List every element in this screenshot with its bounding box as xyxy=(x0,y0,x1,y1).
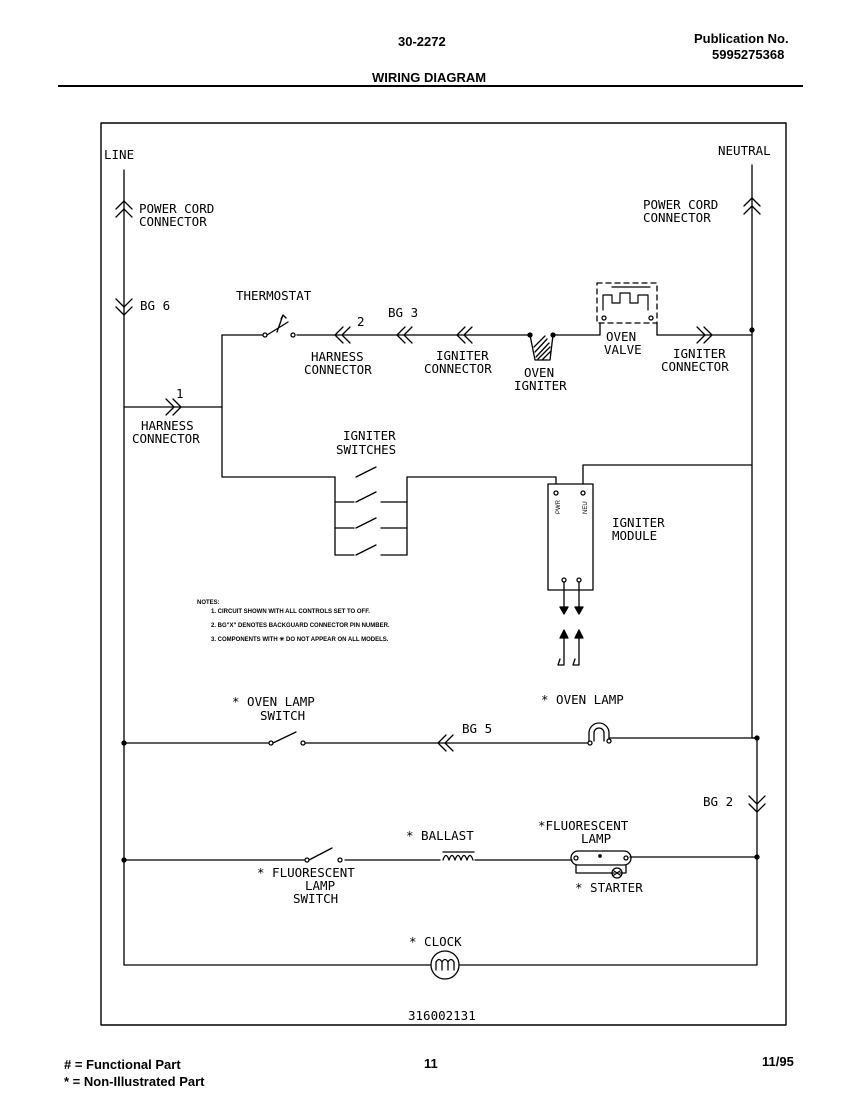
igniter-connector-right-label: IGNITER xyxy=(673,346,726,361)
igniter-switches-top-wire xyxy=(406,476,557,485)
igniter-module-label: IGNITER xyxy=(612,515,665,530)
oven-valve-leads xyxy=(599,322,658,336)
fluorescent-lamp-switch-label: * FLUORESCENT xyxy=(257,865,355,880)
bg5-connector-symbol xyxy=(437,734,454,752)
harness-connector-2-symbol xyxy=(334,326,351,344)
harness-connector-top-label: HARNESS xyxy=(311,349,364,364)
harness-connector-left-label: HARNESS xyxy=(141,418,194,433)
header-rule xyxy=(58,85,803,87)
non-illustrated-part-legend: * = Non-Illustrated Part xyxy=(64,1074,205,1089)
page-number: 11 xyxy=(424,1056,438,1071)
fluorescent-lamp-switch-label-2: LAMP xyxy=(305,878,335,893)
publication-label: Publication No. xyxy=(694,31,789,46)
module-pin-neu: NEU xyxy=(583,501,589,514)
igniter-connector-left-label: IGNITER xyxy=(436,348,489,363)
igniter-module-box xyxy=(547,483,594,591)
note-3: 3. COMPONENTS WITH ✳ DO NOT APPEAR ON AL… xyxy=(211,636,389,643)
neutral-to-module-wire xyxy=(582,464,753,485)
power-cord-connector-left-label: POWER CORD xyxy=(139,201,214,216)
thermostat-label: THERMOSTAT xyxy=(236,288,312,303)
power-cord-connector-right-symbol xyxy=(743,197,761,215)
module-pin-pwr: PWR xyxy=(556,499,562,514)
ballast-label: * BALLAST xyxy=(406,828,474,843)
drawing-number: 316002131 xyxy=(408,1008,476,1023)
oven-lamp-switch-label-2: SWITCH xyxy=(260,708,305,723)
ballast-coil xyxy=(442,851,475,861)
spark-electrode-arrows xyxy=(559,629,584,639)
igniter-connector-left-label-2: CONNECTOR xyxy=(424,361,492,376)
oven-valve-coil xyxy=(602,292,649,311)
harness-connector-left-label-2: CONNECTOR xyxy=(132,431,200,446)
power-cord-connector-right-label-2: CONNECTOR xyxy=(643,210,711,225)
fluorescent-lamp-label: *FLUORESCENT xyxy=(538,818,629,833)
oven-valve-label: OVEN xyxy=(606,329,636,344)
bg3-connector-symbol xyxy=(396,326,413,344)
oven-lamp-switch-blade xyxy=(272,731,297,744)
harness-connector-top-label-2: CONNECTOR xyxy=(304,362,372,377)
power-cord-connector-left-symbol xyxy=(115,200,133,218)
igniter-switches-row-wires xyxy=(334,501,408,556)
bg5-label: BG 5 xyxy=(462,721,492,736)
neutral-label: NEUTRAL xyxy=(718,143,771,158)
page-title: WIRING DIAGRAM xyxy=(372,70,487,85)
fluorescent-circuit-wire xyxy=(123,856,758,861)
thermostat-blade xyxy=(266,321,289,336)
power-cord-connector-left-label-2: CONNECTOR xyxy=(139,214,207,229)
line-label: LINE xyxy=(104,147,134,162)
oven-igniter-hatch xyxy=(533,335,552,361)
oven-lamp-circuit-wire xyxy=(123,737,758,744)
bg3-label: BG 3 xyxy=(388,305,418,320)
model-number: 30-2272 xyxy=(398,34,446,49)
igniter-switches-label-2: SWITCHES xyxy=(336,442,396,457)
revision-date: 11/95 xyxy=(762,1054,794,1069)
clock-label: * CLOCK xyxy=(409,934,462,949)
oven-lamp-switch-label: * OVEN LAMP xyxy=(232,694,315,709)
igniter-module-output-arrows xyxy=(559,606,584,615)
fluorescent-lamp-switch-blade xyxy=(308,847,333,861)
diagram-border xyxy=(100,122,787,1026)
publication-number: 5995275368 xyxy=(712,47,785,62)
fluorescent-lamp-tube xyxy=(570,850,632,866)
oven-lamp-symbol xyxy=(588,722,610,742)
igniter-connector-left-symbol xyxy=(456,326,473,344)
harness-vertical-wire xyxy=(221,334,336,478)
bg6-label: BG 6 xyxy=(140,298,170,313)
igniter-module-label-2: MODULE xyxy=(612,528,657,543)
oven-valve-label-2: VALVE xyxy=(604,342,642,357)
spark-electrode-leads xyxy=(557,637,580,666)
bg2-label: BG 2 xyxy=(703,794,733,809)
bg2-connector-symbol xyxy=(748,795,766,813)
fluorescent-lamp-label-2: LAMP xyxy=(581,831,611,846)
igniter-switches-label: IGNITER xyxy=(343,428,396,443)
oven-lamp-label: * OVEN LAMP xyxy=(541,692,624,707)
pin2-label: 2 xyxy=(357,314,365,329)
pin1-label: 1 xyxy=(176,386,184,401)
harness-connector-1-symbol xyxy=(165,398,182,416)
igniter-connector-right-symbol xyxy=(696,326,713,344)
note-2: 2. BG"X" DENOTES BACKGUARD CONNECTOR PIN… xyxy=(211,623,390,629)
bg6-connector-symbol xyxy=(115,298,133,316)
oven-igniter-label-2: IGNITER xyxy=(514,378,567,393)
oven-igniter-label: OVEN xyxy=(524,365,554,380)
functional-part-legend: # = Functional Part xyxy=(64,1057,181,1072)
starter-label: * STARTER xyxy=(575,880,643,895)
igniter-connector-right-label-2: CONNECTOR xyxy=(661,359,729,374)
neutral-wire xyxy=(751,164,758,966)
notes-heading: NOTES: xyxy=(197,600,220,606)
clock-motor-symbol xyxy=(435,958,455,971)
thermostat-adjust xyxy=(276,314,287,333)
fluorescent-lamp-switch-label-3: SWITCH xyxy=(293,891,338,906)
igniter-switch-blades xyxy=(355,466,377,556)
power-cord-connector-right-label: POWER CORD xyxy=(643,197,718,212)
note-1: 1. CIRCUIT SHOWN WITH ALL CONTROLS SET T… xyxy=(211,609,370,615)
